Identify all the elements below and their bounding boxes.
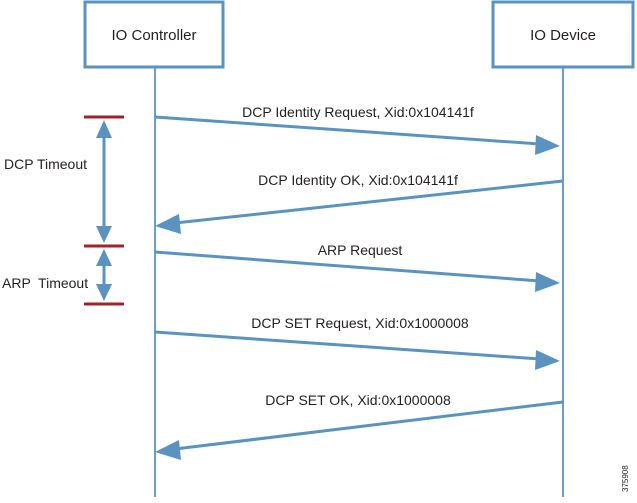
- message-label: ARP Request: [318, 242, 403, 258]
- arrowhead-up-icon: [96, 120, 112, 138]
- arrowhead-right-icon: [535, 350, 560, 370]
- message-dcp-identity-request: DCP Identity Request, Xid:0x104141f: [154, 104, 560, 155]
- arp-timeout-label: ARP Timeout: [2, 275, 88, 291]
- arrowhead-left-icon: [155, 440, 181, 460]
- message-dcp-set-ok: DCP SET OK, Xid:0x1000008: [155, 392, 564, 460]
- message-label: DCP Identity OK, Xid:0x104141f: [258, 172, 458, 188]
- arp-timeout-marker: ARP Timeout: [2, 249, 124, 306]
- dcp-timeout-label: DCP Timeout: [4, 156, 87, 172]
- io-device-box: IO Device: [491, 0, 635, 69]
- message-dcp-identity-ok: DCP Identity OK, Xid:0x104141f: [155, 172, 564, 234]
- message-dcp-set-request: DCP SET Request, Xid:0x1000008: [154, 315, 560, 370]
- arrowhead-right-icon: [535, 272, 560, 292]
- figure-id: 375908: [621, 465, 630, 492]
- arrowhead-up-icon: [96, 249, 112, 266]
- io-device-label: IO Device: [530, 27, 596, 44]
- message-label: DCP SET Request, Xid:0x1000008: [251, 315, 469, 331]
- arrowhead-down-icon: [96, 284, 112, 301]
- io-controller-box: IO Controller: [83, 0, 225, 69]
- arrowhead-down-icon: [96, 226, 112, 243]
- dcp-timeout-marker: DCP Timeout: [4, 115, 124, 248]
- arrowhead-left-icon: [155, 214, 181, 234]
- io-controller-label: IO Controller: [111, 27, 196, 44]
- arrowhead-right-icon: [535, 135, 560, 155]
- message-label: DCP Identity Request, Xid:0x104141f: [242, 104, 474, 120]
- message-label: DCP SET OK, Xid:0x1000008: [265, 392, 451, 408]
- message-arp-request: ARP Request: [154, 242, 560, 292]
